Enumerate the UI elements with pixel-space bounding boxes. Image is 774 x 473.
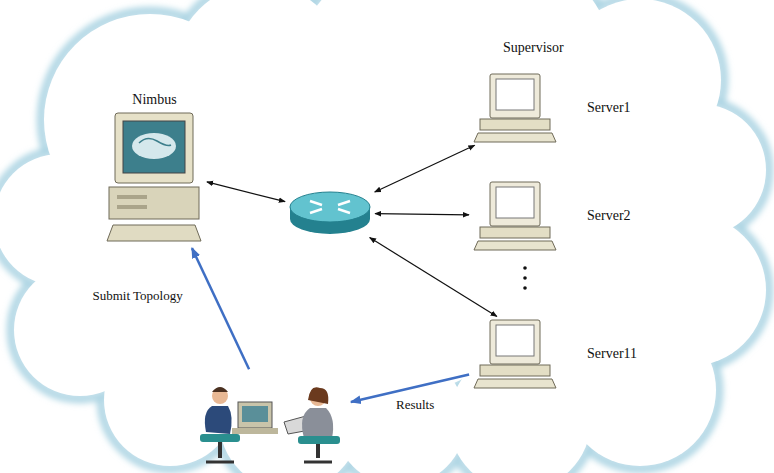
ellipsis-dot — [523, 286, 527, 290]
people-icon — [198, 372, 348, 468]
router-icon — [288, 190, 372, 236]
server-computer: Server2 — [472, 180, 637, 252]
node-label: Server2 — [587, 208, 631, 223]
server-computer: Server1 — [472, 72, 637, 144]
router-icon — [288, 190, 372, 236]
server-icon — [472, 318, 557, 390]
node-label: Server11 — [587, 346, 637, 361]
edge-label: Results — [394, 398, 436, 412]
server-icon — [472, 72, 557, 144]
server-computer: Server11 — [472, 318, 643, 390]
node-label: Server1 — [587, 100, 631, 115]
nimbus-icon — [107, 113, 202, 245]
users-group — [198, 372, 348, 468]
ellipsis-dot — [523, 266, 527, 270]
nimbus-computer: Nimbus — [105, 92, 204, 245]
flow-arrow — [192, 248, 249, 369]
server-icon — [472, 180, 557, 252]
link-arrow — [375, 214, 469, 215]
edge-label: Submit Topology — [91, 289, 185, 303]
ellipsis-dot — [523, 276, 527, 280]
link-arrow — [375, 145, 475, 192]
link-arrow — [207, 182, 285, 202]
node-label: Nimbus — [132, 92, 176, 107]
group-heading: Supervisor — [503, 40, 564, 55]
